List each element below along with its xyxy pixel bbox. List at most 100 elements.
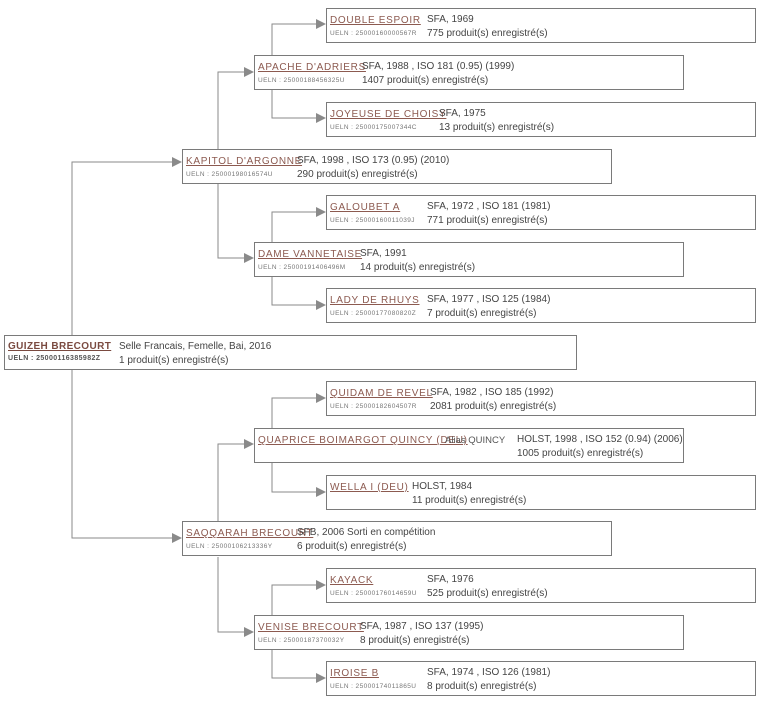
horse-name-link[interactable]: JOYEUSE DE CHOISY <box>330 109 447 120</box>
connector-dam-dd <box>217 557 244 633</box>
arrow-icon <box>316 207 326 217</box>
arrow-icon <box>316 19 326 29</box>
arrow-icon <box>172 533 182 543</box>
arrow-icon <box>316 393 326 403</box>
horse-ueln: UELN : 25000177080820Z <box>330 310 417 317</box>
horse-info: SFA, 1987 , ISO 137 (1995) <box>360 621 484 632</box>
horse-card-ds: QUAPRICE BOIMARGOT QUINCY (DEU) Alias QU… <box>254 428 684 463</box>
horse-name-link[interactable]: KAYACK <box>330 575 374 586</box>
horse-info: SFA, 1976 <box>427 574 474 585</box>
horse-info: SFA, 1998 , ISO 173 (0.95) (2010) <box>297 155 450 166</box>
connector-ss-ssd <box>271 90 316 119</box>
horse-produits: 1005 produit(s) enregistré(s) <box>517 448 644 459</box>
horse-name-link[interactable]: KAPITOL D'ARGONNE <box>186 156 303 167</box>
horse-name-link[interactable]: WELLA I (DEU) <box>330 482 409 493</box>
connector-dam-ds <box>217 443 244 524</box>
horse-produits: 775 produit(s) enregistré(s) <box>427 28 548 39</box>
arrow-icon <box>316 673 326 683</box>
horse-card-sds: GALOUBET A UELN : 25000160011039J SFA, 1… <box>326 195 756 230</box>
horse-name-link[interactable]: IROISE B <box>330 668 379 679</box>
horse-produits: 8 produit(s) enregistré(s) <box>427 681 537 692</box>
horse-card-dam: SAQQARAH BRECOURT UELN : 25000106213336Y… <box>182 521 612 556</box>
horse-produits: 11 produit(s) enregistré(s) <box>412 495 527 506</box>
horse-card-ss: APACHE D'ADRIERS UELN : 25000188456325U … <box>254 55 684 90</box>
horse-info: SFA, 1988 , ISO 181 (0.95) (1999) <box>362 61 515 72</box>
horse-card-ddd: IROISE B UELN : 25000174011865U SFA, 197… <box>326 661 756 696</box>
horse-info: SFA, 1969 <box>427 14 474 25</box>
arrow-icon <box>244 439 254 449</box>
horse-produits: 8 produit(s) enregistré(s) <box>360 635 470 646</box>
horse-name-link[interactable]: DOUBLE ESPOIR <box>330 15 421 26</box>
horse-card-sd: DAME VANNETAISE UELN : 25000191406496M S… <box>254 242 684 277</box>
arrow-icon <box>316 113 326 123</box>
horse-ueln: UELN : 25000176014659U <box>330 590 417 597</box>
horse-ueln: UELN : 25000116385982Z <box>8 355 101 362</box>
horse-info: SFA, 1991 <box>360 248 407 259</box>
horse-ueln: UELN : 25000160000567R <box>330 30 417 37</box>
horse-info: SFA, 1972 , ISO 181 (1981) <box>427 201 551 212</box>
horse-info: HOLST, 1984 <box>412 481 473 492</box>
connector-dd-dds <box>271 584 316 616</box>
horse-produits: 2081 produit(s) enregistré(s) <box>430 401 557 412</box>
horse-card-sss: DOUBLE ESPOIR UELN : 25000160000567R SFA… <box>326 8 756 43</box>
horse-alias: Alias QUINCY <box>445 435 506 446</box>
horse-name-link[interactable]: LADY DE RHUYS <box>330 295 420 306</box>
horse-produits: 290 produit(s) enregistré(s) <box>297 169 418 180</box>
connector-sire-sd <box>217 183 244 259</box>
horse-produits: 13 produit(s) enregistré(s) <box>439 122 555 133</box>
horse-card-dds: KAYACK UELN : 25000176014659U SFA, 1976 … <box>326 568 756 603</box>
horse-info: SFA, 1975 <box>439 108 486 119</box>
arrow-icon <box>172 157 182 167</box>
horse-card-dd: VENISE BRECOURT UELN : 25000187370032Y S… <box>254 615 684 650</box>
horse-card-sdd: LADY DE RHUYS UELN : 25000177080820Z SFA… <box>326 288 756 323</box>
horse-produits: 7 produit(s) enregistré(s) <box>427 308 537 319</box>
arrow-icon <box>316 300 326 310</box>
horse-produits: 771 produit(s) enregistré(s) <box>427 215 548 226</box>
connector-ds-dss <box>271 397 316 428</box>
horse-card-dsd: WELLA I (DEU) HOLST, 1984 11 produit(s) … <box>326 475 756 510</box>
horse-name-link[interactable]: GUIZEH BRECOURT <box>8 341 112 352</box>
horse-name-link[interactable]: QUAPRICE BOIMARGOT QUINCY (DEU) <box>258 435 468 446</box>
horse-info: SFA, 1974 , ISO 126 (1981) <box>427 667 551 678</box>
arrow-icon <box>244 253 254 263</box>
connector-root-sire <box>71 161 172 345</box>
horse-info: SFA, 1977 , ISO 125 (1984) <box>427 294 551 305</box>
horse-produits: 14 produit(s) enregistré(s) <box>360 262 476 273</box>
horse-produits: 6 produit(s) enregistré(s) <box>297 541 407 552</box>
horse-card-dss: QUIDAM DE REVEL UELN : 25000182604507R S… <box>326 381 756 416</box>
horse-info: Selle Francais, Femelle, Bai, 2016 <box>119 341 272 352</box>
horse-card-root: GUIZEH BRECOURT UELN : 25000116385982Z S… <box>4 335 577 370</box>
horse-name-link[interactable]: VENISE BRECOURT <box>258 622 364 633</box>
connector-root-dam <box>71 370 172 539</box>
horse-name-link[interactable]: APACHE D'ADRIERS <box>258 62 366 73</box>
horse-produits: 525 produit(s) enregistré(s) <box>427 588 548 599</box>
horse-name-link[interactable]: SAQQARAH BRECOURT <box>186 528 314 539</box>
horse-name-link[interactable]: DAME VANNETAISE <box>258 249 363 260</box>
horse-ueln: UELN : 25000174011865U <box>330 683 417 690</box>
horse-ueln: UELN : 25000106213336Y <box>186 543 273 550</box>
horse-ueln: UELN : 25000191406496M <box>258 264 346 271</box>
horse-info: SFA, 1982 , ISO 185 (1992) <box>430 387 554 398</box>
horse-produits: 1 produit(s) enregistré(s) <box>119 355 229 366</box>
horse-name-link[interactable]: QUIDAM DE REVEL <box>330 388 433 399</box>
horse-produits: 1407 produit(s) enregistré(s) <box>362 75 489 86</box>
horse-card-ssd: JOYEUSE DE CHOISY UELN : 25000175007344C… <box>326 102 756 137</box>
connector-sd-sds <box>271 211 316 242</box>
arrow-icon <box>244 627 254 637</box>
horse-info: HOLST, 1998 , ISO 152 (0.94) (2006) <box>517 434 683 445</box>
horse-ueln: UELN : 25000188456325U <box>258 77 345 84</box>
horse-ueln: UELN : 25000182604507R <box>330 403 417 410</box>
connector-ds-dsd <box>271 462 316 493</box>
horse-ueln: UELN : 25000198016574U <box>186 171 273 178</box>
horse-ueln: UELN : 25000160011039J <box>330 217 415 224</box>
horse-card-sire: KAPITOL D'ARGONNE UELN : 25000198016574U… <box>182 149 612 184</box>
horse-name-link[interactable]: GALOUBET A <box>330 202 401 213</box>
arrow-icon <box>316 580 326 590</box>
connector-ss-sss <box>271 23 316 56</box>
connector-sire-ss <box>217 71 244 150</box>
arrow-icon <box>244 67 254 77</box>
horse-info: SFB, 2006 Sorti en compétition <box>297 527 436 538</box>
connector-sd-sdd <box>271 276 316 306</box>
